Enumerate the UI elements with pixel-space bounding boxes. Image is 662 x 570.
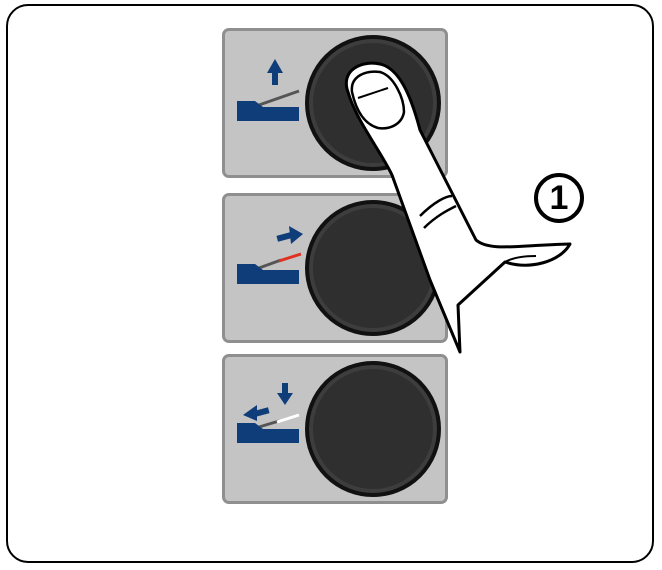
callout-number-badge: 1 [534,173,584,223]
callout-number: 1 [550,179,569,218]
